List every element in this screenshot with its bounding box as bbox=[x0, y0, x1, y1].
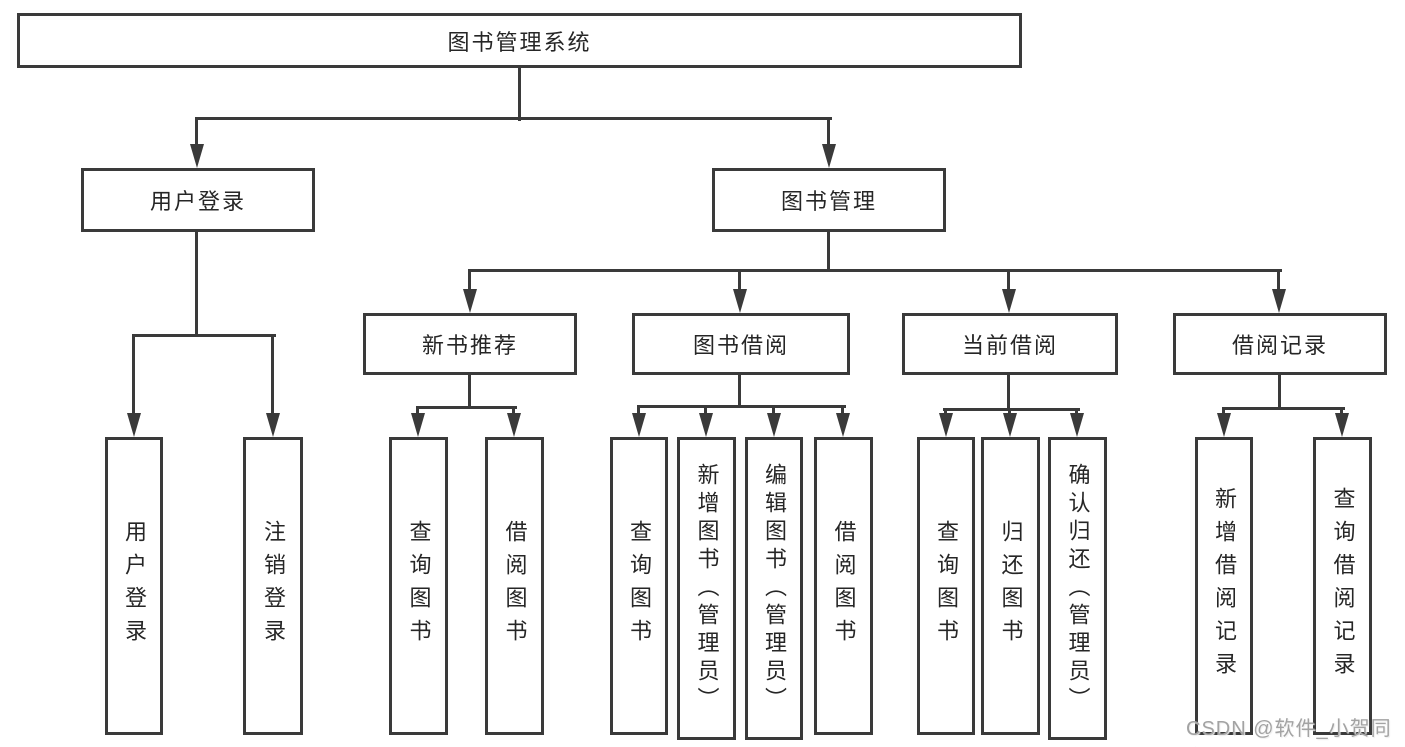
leaf-edit-books-admin: 编辑图书（管理员） bbox=[745, 437, 803, 740]
leaf-query-books-2: 查询图书 bbox=[610, 437, 668, 735]
leaf-logout: 注销登录 bbox=[243, 437, 303, 735]
leaf-add-borrow-record: 新增借阅记录 bbox=[1195, 437, 1253, 735]
node-label: 图书借阅 bbox=[692, 333, 789, 358]
connector-line bbox=[738, 269, 741, 297]
arrowhead-icon bbox=[463, 289, 477, 313]
node-book-borrow: 图书借阅 bbox=[632, 313, 850, 375]
node-label: 新书推荐 bbox=[421, 333, 518, 358]
arrowhead-icon bbox=[1272, 289, 1286, 313]
leaf-query-borrow-record: 查询借阅记录 bbox=[1313, 437, 1372, 735]
connector-line bbox=[1223, 407, 1345, 410]
arrowhead-icon bbox=[1003, 413, 1017, 437]
leaf-label: 借阅图书 bbox=[831, 520, 857, 652]
arrowhead-icon bbox=[127, 413, 141, 437]
leaf-label: 借阅图书 bbox=[502, 520, 528, 652]
csdn-watermark: CSDN @软件_小贺同学 bbox=[1186, 718, 1392, 740]
leaf-label: 查询图书 bbox=[406, 520, 432, 652]
arrowhead-icon bbox=[1335, 413, 1349, 437]
node-label: 借阅记录 bbox=[1231, 333, 1328, 358]
connector-line bbox=[468, 269, 471, 297]
arrowhead-icon bbox=[939, 413, 953, 437]
leaf-label: 注销登录 bbox=[261, 520, 286, 652]
leaf-label: 用户登录 bbox=[122, 520, 147, 652]
arrowhead-icon bbox=[632, 413, 646, 437]
leaf-label: 查询图书 bbox=[627, 520, 652, 652]
arrowhead-icon bbox=[1070, 413, 1084, 437]
connector-line bbox=[417, 406, 517, 409]
arrowhead-icon bbox=[1002, 289, 1016, 313]
leaf-return-books: 归还图书 bbox=[981, 437, 1040, 735]
connector-line bbox=[133, 334, 276, 337]
leaf-label: 查询图书 bbox=[934, 520, 959, 652]
leaf-label: 确认归还（管理员） bbox=[1065, 462, 1091, 715]
arrowhead-icon bbox=[507, 413, 521, 437]
leaf-label: 查询借阅记录 bbox=[1330, 487, 1356, 685]
connector-line bbox=[469, 269, 1282, 272]
connector-line bbox=[518, 68, 521, 121]
connector-line bbox=[827, 117, 830, 152]
leaf-borrow-books-1: 借阅图书 bbox=[485, 437, 544, 735]
leaf-add-books-admin: 新增图书（管理员） bbox=[677, 437, 736, 740]
node-label: 图书管理系统 bbox=[447, 29, 592, 55]
leaf-label: 新增借阅记录 bbox=[1212, 487, 1237, 685]
leaf-confirm-return-admin: 确认归还（管理员） bbox=[1048, 437, 1107, 740]
connector-line bbox=[196, 117, 832, 120]
arrowhead-icon bbox=[836, 413, 850, 437]
connector-line bbox=[827, 231, 830, 272]
connector-line bbox=[738, 374, 741, 408]
arrowhead-icon bbox=[411, 413, 425, 437]
connector-line bbox=[1277, 269, 1280, 297]
node-label: 图书管理 bbox=[780, 189, 877, 214]
arrowhead-icon bbox=[266, 413, 280, 437]
connector-line bbox=[271, 334, 274, 421]
arrowhead-icon bbox=[767, 413, 781, 437]
node-library-system: 图书管理系统 bbox=[17, 13, 1022, 68]
connector-line bbox=[1007, 269, 1010, 297]
arrowhead-icon bbox=[733, 289, 747, 313]
arrowhead-icon bbox=[822, 144, 836, 168]
leaf-query-books-3: 查询图书 bbox=[917, 437, 975, 735]
arrowhead-icon bbox=[190, 144, 204, 168]
connector-line bbox=[468, 374, 471, 409]
leaf-query-books-1: 查询图书 bbox=[389, 437, 448, 735]
leaf-label: 编辑图书（管理员） bbox=[762, 462, 787, 715]
connector-line bbox=[132, 334, 135, 421]
connector-line bbox=[1278, 374, 1281, 410]
node-book-management: 图书管理 bbox=[712, 168, 946, 232]
leaf-label: 新增图书（管理员） bbox=[694, 462, 720, 715]
leaf-label: 归还图书 bbox=[998, 520, 1024, 652]
leaf-borrow-books-2: 借阅图书 bbox=[814, 437, 873, 735]
connector-line bbox=[195, 231, 198, 337]
leaf-user-login: 用户登录 bbox=[105, 437, 163, 735]
arrowhead-icon bbox=[1217, 413, 1231, 437]
arrowhead-icon bbox=[699, 413, 713, 437]
node-label: 当前借阅 bbox=[961, 333, 1058, 358]
node-current-borrow: 当前借阅 bbox=[902, 313, 1118, 375]
connector-line bbox=[943, 408, 1080, 411]
connector-line bbox=[195, 117, 198, 152]
node-user-login: 用户登录 bbox=[81, 168, 315, 232]
node-new-book-recommend: 新书推荐 bbox=[363, 313, 577, 375]
connector-line bbox=[1007, 374, 1010, 411]
node-label: 用户登录 bbox=[149, 189, 246, 214]
connector-line bbox=[638, 405, 846, 408]
node-borrow-records: 借阅记录 bbox=[1173, 313, 1387, 375]
